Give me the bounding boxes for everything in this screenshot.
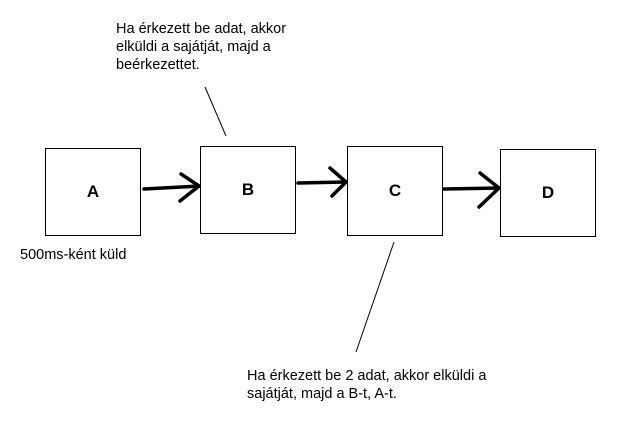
node-d-label: D [541,183,555,202]
node-d: D [500,149,596,237]
node-b: B [200,146,296,234]
node-b-annotation: Ha érkezett be adat, akkor elküldi a saj… [116,21,287,73]
node-a-annotation: 500ms-ként küld [20,247,127,263]
node-c-annotation: Ha érkezett be 2 adat, akkor elküldi a s… [247,368,487,402]
node-c: C [347,146,443,236]
node-c-label: C [388,181,402,200]
arrow-c-to-d [442,171,502,209]
node-a: A [45,148,141,236]
c-note-leader-line [355,241,395,353]
node-b-label: B [241,180,255,199]
arrow-b-to-c [296,166,348,198]
arrow-a-to-b [142,172,202,203]
b-note-leader-line [204,86,227,137]
node-a-label: A [86,182,100,201]
